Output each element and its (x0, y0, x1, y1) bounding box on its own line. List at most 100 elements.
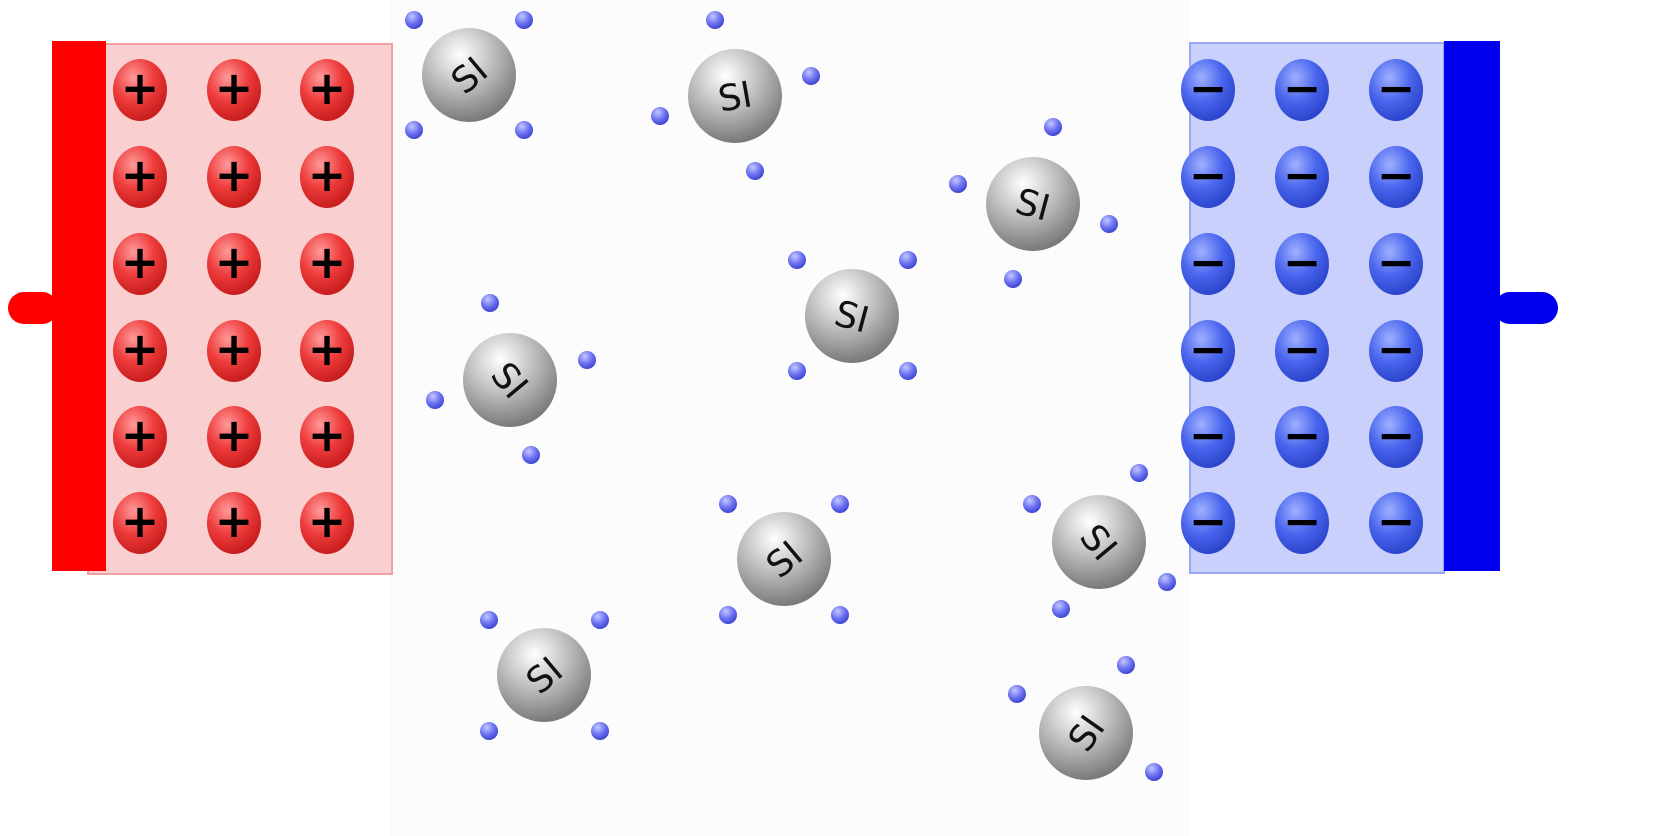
valence-electron (1044, 118, 1062, 136)
valence-electron (480, 722, 498, 740)
hole-charge-sign: + (215, 494, 254, 548)
hole-charge-sign: + (121, 322, 160, 376)
electron-charge: − (1369, 406, 1423, 468)
anode-terminal (52, 41, 106, 571)
valence-electron (1008, 685, 1026, 703)
hole-charge: + (113, 146, 167, 208)
hole-charge: + (113, 406, 167, 468)
electron-charge-sign: − (1283, 235, 1322, 289)
hole-charge: + (113, 59, 167, 121)
hole-charge: + (207, 406, 261, 468)
hole-charge-sign: + (215, 235, 254, 289)
hole-charge-sign: + (121, 494, 160, 548)
electron-charge: − (1275, 146, 1329, 208)
electron-charge-sign: − (1283, 322, 1322, 376)
electron-charge: − (1369, 233, 1423, 295)
valence-electron (578, 351, 596, 369)
n-region: −−−−−−−−−−−−−−−−−− (1181, 41, 1558, 573)
valence-electron (802, 67, 820, 85)
valence-electron (1130, 464, 1148, 482)
valence-electron (899, 251, 917, 269)
valence-electron (1052, 600, 1070, 618)
valence-electron (1117, 656, 1135, 674)
hole-charge: + (300, 406, 354, 468)
electron-charge-sign: − (1189, 494, 1228, 548)
electron-charge: − (1181, 59, 1235, 121)
hole-charge: + (113, 320, 167, 382)
valence-electron (405, 121, 423, 139)
valence-electron (480, 611, 498, 629)
valence-electron (719, 606, 737, 624)
electron-charge: − (1275, 492, 1329, 554)
p-region: ++++++++++++++++++ (8, 41, 392, 574)
hole-charge-sign: + (215, 61, 254, 115)
electron-charge-sign: − (1189, 408, 1228, 462)
electron-charge-sign: − (1283, 494, 1322, 548)
electron-charge: − (1275, 406, 1329, 468)
valence-electron (949, 175, 967, 193)
electron-charge-sign: − (1189, 61, 1228, 115)
valence-electron (1158, 573, 1176, 591)
hole-charge: + (207, 233, 261, 295)
valence-electron (515, 121, 533, 139)
hole-charge: + (300, 233, 354, 295)
electron-charge: − (1275, 233, 1329, 295)
electron-charge: − (1181, 320, 1235, 382)
cathode-terminal (1444, 41, 1500, 571)
valence-electron (1023, 495, 1041, 513)
electron-charge: − (1275, 59, 1329, 121)
hole-charge: + (113, 492, 167, 554)
hole-charge-sign: + (215, 408, 254, 462)
valence-electron (405, 11, 423, 29)
valence-electron (481, 294, 499, 312)
valence-electron (591, 611, 609, 629)
valence-electron (719, 495, 737, 513)
hole-charge-sign: + (121, 61, 160, 115)
cathode-lead (1494, 292, 1558, 324)
hole-charge-sign: + (308, 494, 347, 548)
hole-charge: + (300, 492, 354, 554)
valence-electron (706, 11, 724, 29)
hole-charge-sign: + (308, 235, 347, 289)
electron-charge: − (1369, 59, 1423, 121)
valence-electron (591, 722, 609, 740)
hole-charge-sign: + (308, 61, 347, 115)
valence-electron (899, 362, 917, 380)
hole-charge: + (300, 320, 354, 382)
electron-charge: − (1181, 146, 1235, 208)
hole-charge-sign: + (121, 408, 160, 462)
electron-charge: − (1369, 320, 1423, 382)
electron-charge-sign: − (1283, 61, 1322, 115)
hole-charge: + (207, 146, 261, 208)
electron-charge: − (1369, 146, 1423, 208)
valence-electron (1145, 763, 1163, 781)
electron-charge-sign: − (1189, 235, 1228, 289)
valence-electron (1004, 270, 1022, 288)
electron-charge: − (1275, 320, 1329, 382)
valence-electron (788, 362, 806, 380)
hole-charge: + (300, 59, 354, 121)
valence-electron (1100, 215, 1118, 233)
valence-electron (831, 495, 849, 513)
electron-charge-sign: − (1377, 235, 1416, 289)
hole-charge: + (207, 59, 261, 121)
electron-charge-sign: − (1377, 61, 1416, 115)
electron-charge-sign: − (1189, 322, 1228, 376)
electron-charge: − (1181, 492, 1235, 554)
electron-charge: − (1181, 406, 1235, 468)
valence-electron (515, 11, 533, 29)
hole-charge: + (300, 146, 354, 208)
valence-electron (746, 162, 764, 180)
electron-charge-sign: − (1283, 408, 1322, 462)
hole-charge-sign: + (308, 148, 347, 202)
hole-charge: + (207, 320, 261, 382)
electron-charge-sign: − (1283, 148, 1322, 202)
valence-electron (522, 446, 540, 464)
hole-charge-sign: + (215, 148, 254, 202)
hole-charge-sign: + (308, 408, 347, 462)
electron-charge-sign: − (1377, 148, 1416, 202)
valence-electron (831, 606, 849, 624)
electron-charge-sign: − (1377, 322, 1416, 376)
electron-charge: − (1369, 492, 1423, 554)
